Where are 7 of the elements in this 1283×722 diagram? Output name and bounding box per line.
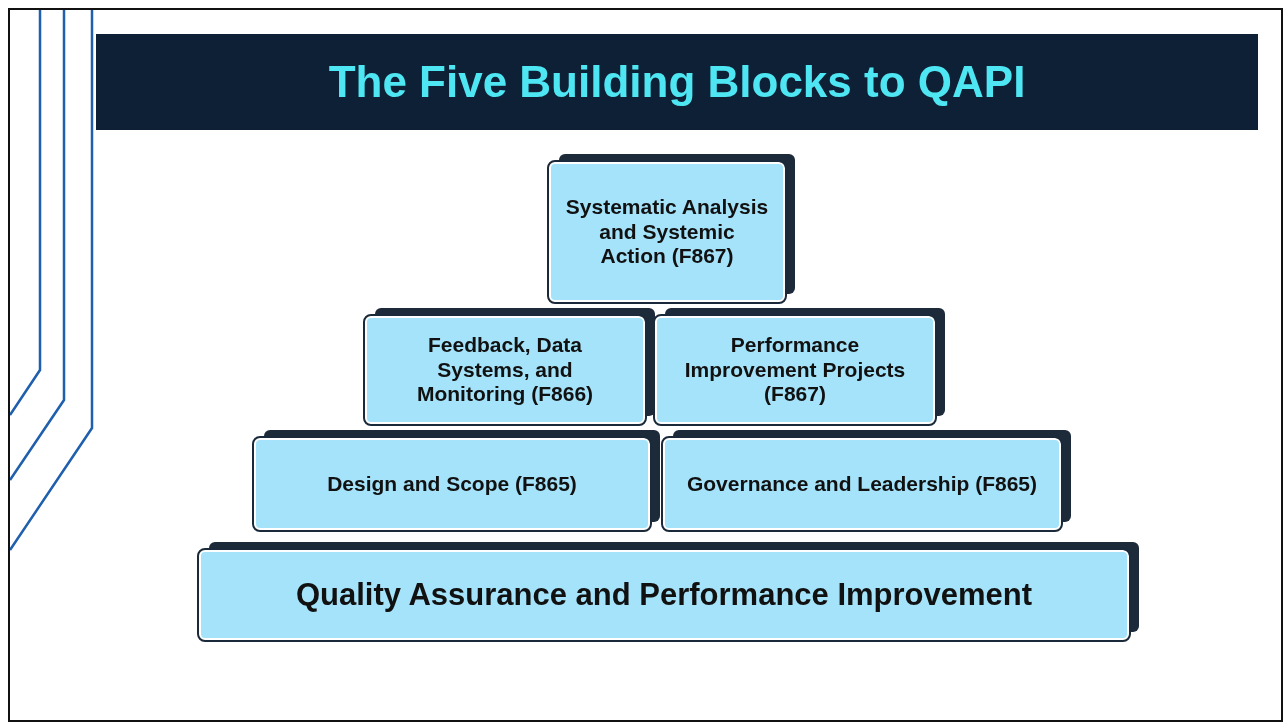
block-label: Quality Assurance and Performance Improvement [294,576,1034,614]
block-label: Governance and Leadership (F865) [685,471,1039,497]
block-label: Feedback, Data Systems, and Monitoring (F866) [415,332,595,408]
block-label: Design and Scope (F865) [326,471,578,497]
block-label: Systematic Analysis and Systemic Action (F867) [564,194,770,270]
block-label: Performance Improvement Projects (F867) [683,332,907,408]
title: The Five Building Blocks to QAPI [328,57,1026,107]
